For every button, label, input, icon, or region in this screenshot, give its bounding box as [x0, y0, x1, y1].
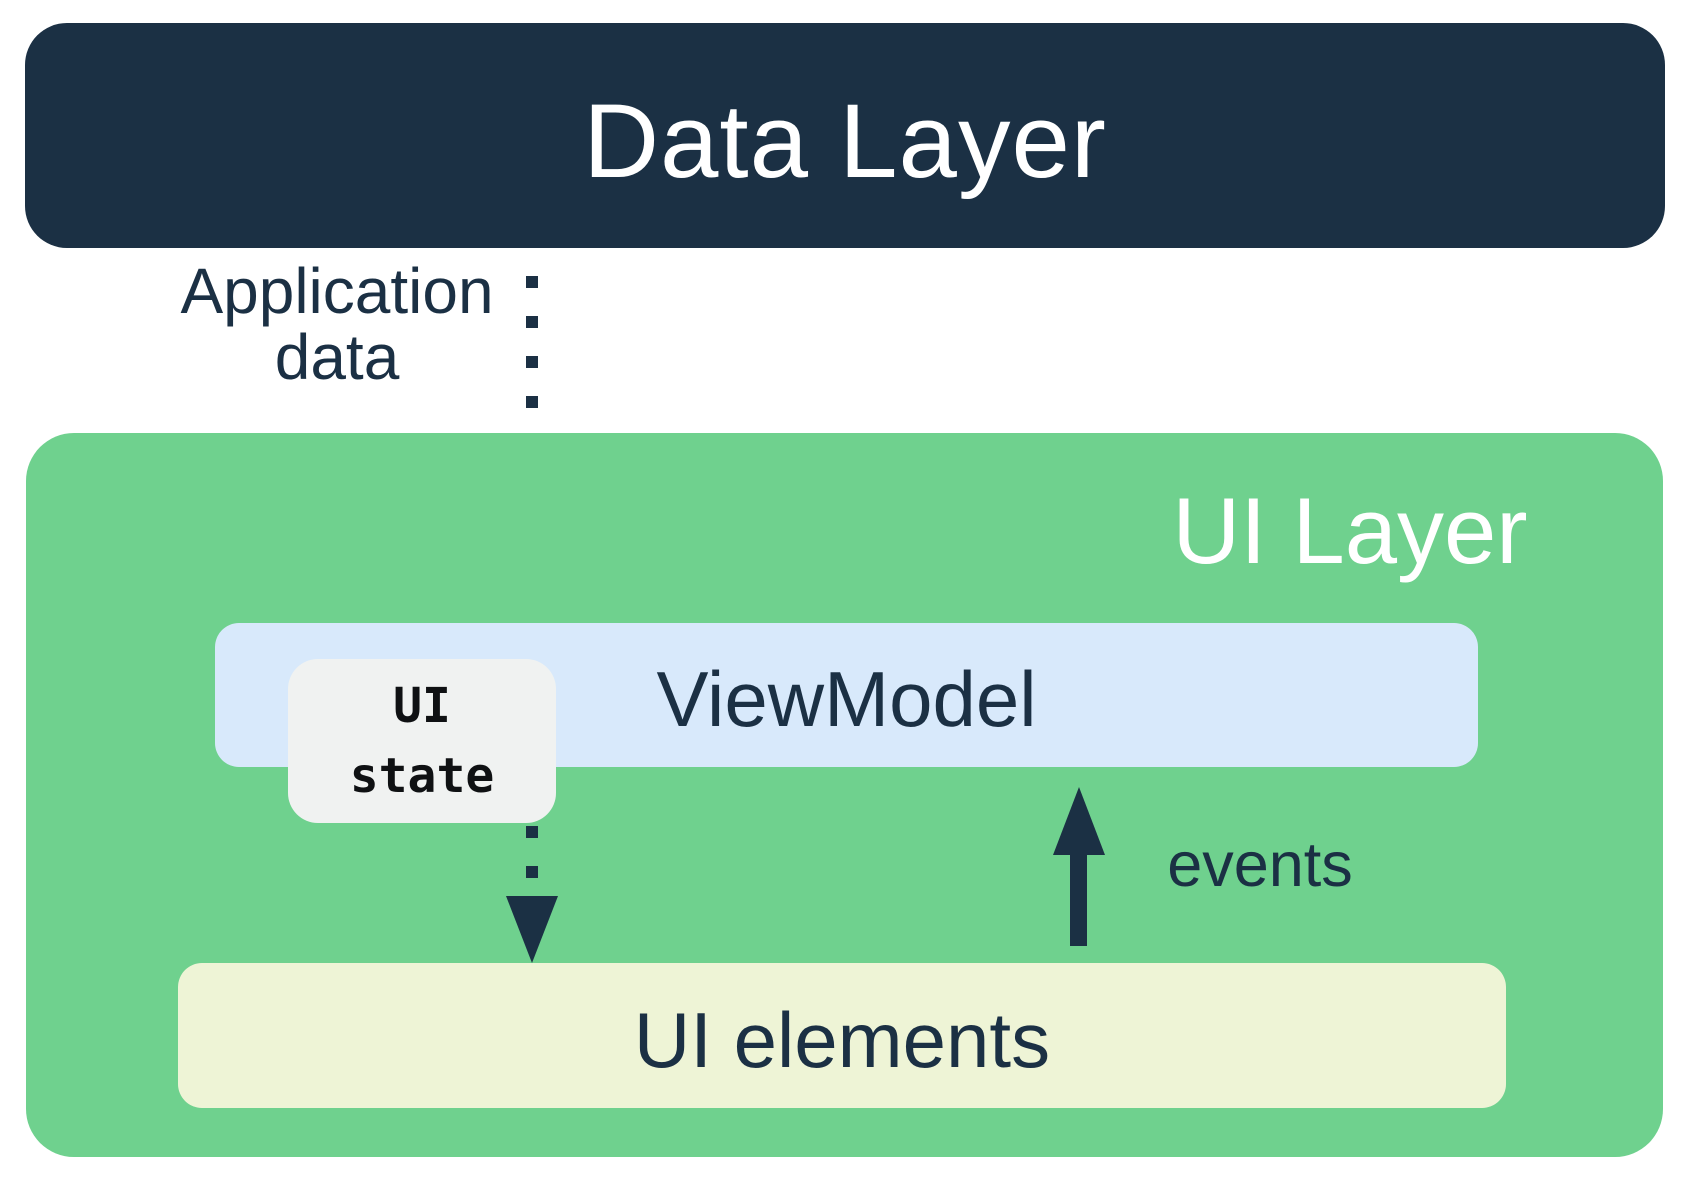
- data-layer-label: Data Layer: [583, 83, 1107, 200]
- ui-state-arrowhead-icon: [506, 896, 558, 963]
- events-label: events: [1167, 830, 1353, 900]
- application-data-label: Application data: [150, 258, 524, 390]
- data-layer-box: Data Layer: [25, 23, 1665, 248]
- application-data-line-1: Application: [180, 255, 494, 327]
- application-data-line-2: data: [274, 321, 400, 393]
- ui-state-badge: UI state: [288, 659, 556, 823]
- ui-elements-bar: UI elements: [178, 963, 1506, 1108]
- ui-elements-label: UI elements: [633, 995, 1051, 1084]
- viewmodel-label: ViewModel: [656, 655, 1037, 743]
- ui-state-dotted-arrow-icon: [526, 826, 538, 882]
- ui-state-line-1: UI: [393, 678, 451, 734]
- ui-layer-label: UI Layer: [1172, 478, 1528, 583]
- events-arrowhead-icon: [1053, 787, 1105, 855]
- events-arrow-icon: [1070, 850, 1087, 946]
- ui-state-line-2: state: [349, 748, 495, 804]
